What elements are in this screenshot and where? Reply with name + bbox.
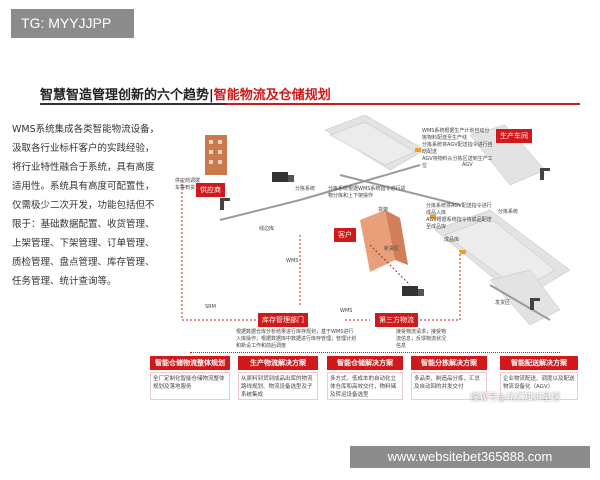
agv-icons bbox=[415, 148, 466, 254]
source-tag: TG: MYYJJPP bbox=[11, 9, 134, 38]
label-supplier-note: 供应商调拨车等到货 bbox=[175, 178, 201, 191]
node-supplier: 供应商 bbox=[196, 183, 225, 197]
supplier-building bbox=[205, 135, 227, 175]
robot-arm-icons bbox=[220, 168, 550, 310]
label-shipping: 发货区 bbox=[495, 300, 511, 306]
solution-4-title: 智能分拣解决方案 bbox=[411, 356, 487, 370]
solution-5-title: 智能配送解决方案 bbox=[500, 356, 578, 370]
truck-icon-1 bbox=[272, 172, 294, 182]
label-finished: 成品库 bbox=[444, 237, 460, 243]
watermark-url: www.websitebet365888.com bbox=[350, 446, 590, 468]
label-sorting2: 分拣系统 bbox=[498, 209, 519, 215]
solution-1-title: 智能仓储物流整体规划 bbox=[150, 356, 230, 370]
node-third-party: 第三方物流 bbox=[375, 313, 418, 327]
label-prod-note3: AGV将物料从分拣区送到生产工位 bbox=[422, 156, 493, 169]
customer-building bbox=[360, 210, 408, 272]
solution-4-desc: 多品类、制造品分拣，汇总及自动回的并发交付 bbox=[411, 372, 487, 400]
label-srm: SRM bbox=[205, 304, 216, 310]
label-dept-note: 根据数据仓库分析结果进行库存规划；基于WMS进行入库操作；根据数据库中数据进行库… bbox=[236, 329, 357, 349]
title-main: 智慧智造管理创新的六个趋势| bbox=[40, 88, 214, 103]
label-prod-note2: 分拣系统将AGV配送指令进行自动配送 bbox=[422, 142, 493, 155]
title-rule bbox=[40, 103, 580, 105]
label-new-items: 新货区 bbox=[384, 246, 400, 252]
flow-lines bbox=[181, 180, 461, 321]
label-prod-note4: 分拣系统将AGV配送指令进行成品入库 bbox=[426, 203, 492, 216]
label-line-side: 线边库 bbox=[259, 226, 275, 232]
title-highlight: 智能物流及仓储规划 bbox=[213, 88, 331, 103]
label-shelf: 货架 bbox=[378, 207, 389, 213]
label-sorting: 分拣系统 bbox=[295, 186, 316, 192]
node-customer: 客户 bbox=[334, 228, 356, 242]
title-rule-dark bbox=[40, 103, 226, 105]
solution-1-desc: 全厂定制化智能仓储物流整体规划及落地服务 bbox=[150, 372, 230, 400]
solution-2-desc: 从原料到货到成品出库的物流路线规划、物流设备选型及子系统集成 bbox=[238, 372, 318, 400]
intro-text: WMS系统集成各类智能物流设备，汲取各行业标杆客户的实践经验，将行业特性融合于系… bbox=[12, 120, 162, 291]
solution-3-title: 智能仓储解决方案 bbox=[327, 356, 403, 370]
label-agv: AGV bbox=[462, 162, 473, 168]
label-prod-note5: AGV根据系统指令将成品配送至成品库 bbox=[426, 217, 492, 230]
node-warehouse-dept: 库存管理部门 bbox=[258, 313, 308, 327]
solution-5-desc: 企业物流配送、调度以及配送物流设备化（AGV） bbox=[500, 372, 578, 400]
label-wms: WMS bbox=[286, 258, 299, 264]
solution-connector bbox=[190, 352, 560, 353]
label-wms2: WMS bbox=[340, 308, 353, 314]
label-sort-note: 分拣系统根据WMS系统指令进行货物分拣和上下架操作 bbox=[328, 186, 406, 199]
page-title: 智慧智造管理创新的六个趋势|智能物流及仓储规划 bbox=[40, 84, 331, 103]
label-third-note: 接受物流请求；接受物流信息；反馈物流状况信息 bbox=[396, 329, 447, 349]
intro-paragraph: WMS系统集成各类智能物流设备，汲取各行业标杆客户的实践经验，将行业特性融合于系… bbox=[12, 124, 160, 287]
node-production: 生产车间 bbox=[496, 129, 532, 143]
watermark-sohu: 搜狐号@元亿知识星球 bbox=[470, 393, 561, 403]
solution-3-desc: 多方式、低成本的自动化立体仓库和高效交付，物料储及转运设备选型 bbox=[327, 372, 403, 400]
truck-icon-2 bbox=[402, 286, 424, 296]
label-prod-note1: WMS系统根据生产计划自动分拣物料配送至生产线 bbox=[422, 128, 490, 141]
logistics-diagram bbox=[181, 114, 571, 326]
warehouse-racks bbox=[324, 114, 571, 326]
conveyors bbox=[219, 164, 551, 321]
solution-2-title: 生产物流解决方案 bbox=[238, 356, 318, 370]
